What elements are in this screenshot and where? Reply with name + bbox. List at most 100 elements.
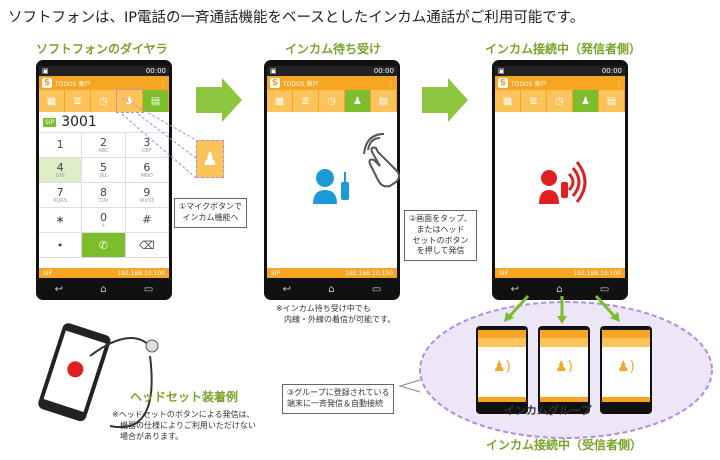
grid-icon[interactable]: ▦ bbox=[39, 90, 65, 112]
key-digit: 0 bbox=[99, 210, 107, 224]
receiver-active-icon: ♟) bbox=[554, 359, 573, 375]
status-bar: ▣00:00 bbox=[267, 66, 397, 76]
key-9[interactable]: ∗ bbox=[39, 208, 83, 233]
key-digit: # bbox=[142, 213, 152, 226]
intercom-idle-icon bbox=[313, 169, 349, 204]
home-icon[interactable]: ⌂ bbox=[556, 283, 563, 295]
menu-icon[interactable]: ⋮ bbox=[388, 79, 394, 87]
intercom-icon[interactable]: ♟ bbox=[573, 90, 599, 112]
key-digit: 7 bbox=[56, 185, 64, 199]
back-icon[interactable]: ↩ bbox=[510, 283, 520, 295]
clock: 00:00 bbox=[601, 67, 622, 75]
status-bar: ▣ 00:00 bbox=[39, 66, 169, 76]
group-arrow-right bbox=[594, 294, 618, 320]
key-0[interactable]: 1 bbox=[39, 133, 83, 158]
footer: SIP 192.168.10.100 bbox=[39, 268, 169, 278]
key-digit: 9 bbox=[143, 185, 151, 199]
key-digit: 4 bbox=[56, 160, 64, 174]
key-letters: TUV bbox=[98, 197, 109, 204]
dialer-tab-icon[interactable]: ▤ bbox=[599, 90, 625, 112]
app-name: TODOS 葵戸 bbox=[55, 80, 91, 88]
contacts-icon[interactable]: ≣ bbox=[293, 90, 319, 112]
footer-ip: 192.168.10.100 bbox=[117, 269, 165, 277]
dialer-tab-icon[interactable]: ▤ bbox=[143, 90, 169, 112]
key-11[interactable]: # bbox=[125, 208, 169, 233]
app-name: TODOS 葵戸 bbox=[511, 80, 547, 88]
footer-sip: SIP bbox=[43, 269, 53, 277]
intercom-icon[interactable]: ♟ bbox=[116, 89, 144, 113]
key-letters: PQRS bbox=[53, 197, 67, 204]
key-digit: 3 bbox=[143, 135, 151, 149]
app-name: TODOS 葵戸 bbox=[283, 80, 319, 88]
intercom-button-zoom: ♟ bbox=[196, 140, 224, 178]
recent-icon[interactable]: ▭ bbox=[599, 283, 610, 295]
key-letters: MNO bbox=[140, 172, 153, 179]
sim-icon: ▣ bbox=[498, 67, 505, 75]
app-logo-icon: S bbox=[498, 78, 508, 88]
history-icon[interactable]: ◷ bbox=[547, 90, 573, 112]
key-digit: 2 bbox=[99, 135, 107, 149]
receivers-title: インカム接続中（受信者側） bbox=[486, 438, 643, 452]
back-icon[interactable]: ↩ bbox=[282, 283, 292, 295]
receiver-active-icon: ♟) bbox=[492, 359, 511, 375]
tap-hand-icon bbox=[363, 133, 400, 188]
home-icon[interactable]: ⌂ bbox=[328, 283, 335, 295]
key-letters: GHI bbox=[55, 172, 65, 179]
dot-icon[interactable]: • bbox=[39, 233, 83, 258]
menu-icon[interactable]: ⋮ bbox=[616, 79, 622, 87]
sip-badge: SIP bbox=[43, 117, 57, 127]
clock: 00:00 bbox=[145, 67, 166, 75]
recent-icon[interactable]: ▭ bbox=[371, 283, 382, 295]
headline: ソフトフォンは、IP電話の一斉通話機能をベースとしたインカム通話がご利用可能です… bbox=[8, 10, 585, 26]
call-button[interactable]: ✆ bbox=[82, 233, 126, 258]
intercom-active-icon bbox=[539, 161, 587, 204]
headset-title: ヘッドセット装着例 bbox=[130, 390, 239, 404]
intercom-icon[interactable]: ♟ bbox=[345, 90, 371, 112]
key-digit: 6 bbox=[143, 160, 151, 174]
grid-icon[interactable]: ▦ bbox=[267, 90, 293, 112]
sim-icon: ▣ bbox=[42, 67, 49, 75]
key-letters: + bbox=[101, 222, 106, 229]
grid-icon[interactable]: ▦ bbox=[495, 90, 521, 112]
home-icon[interactable]: ⌂ bbox=[100, 283, 107, 295]
receiver-phone-2: ♟) bbox=[538, 326, 590, 414]
footer-ip: 192.168.10.100 bbox=[345, 269, 393, 277]
nav-bar: ↩ ⌂ ▭ bbox=[36, 278, 172, 300]
back-icon[interactable]: ↩ bbox=[54, 283, 64, 295]
footer-sip: SIP bbox=[271, 269, 281, 277]
standby-note: ※インカム待ち受け中でも 内線・外線の着信が可能です。 bbox=[276, 304, 396, 324]
history-icon[interactable]: ◷ bbox=[91, 90, 117, 112]
tab-bar: ▦ ≣ ◷ ♟ ▤ bbox=[495, 90, 625, 112]
history-icon[interactable]: ◷ bbox=[319, 90, 345, 112]
key-digit: ∗ bbox=[55, 213, 65, 226]
flow-arrow-1 bbox=[196, 78, 242, 122]
panel-title-standby: インカム待ち受け bbox=[285, 42, 382, 56]
contacts-icon[interactable]: ≣ bbox=[65, 90, 91, 112]
dialer-tab-icon[interactable]: ▤ bbox=[371, 90, 397, 112]
contacts-icon[interactable]: ≣ bbox=[521, 90, 547, 112]
key-letters: ABC bbox=[98, 147, 109, 154]
key-10[interactable]: 0+ bbox=[82, 208, 126, 233]
footer-sip: SIP bbox=[499, 269, 509, 277]
footer: SIP 192.168.10.100 bbox=[267, 268, 397, 278]
key-digit: 8 bbox=[99, 185, 107, 199]
menu-icon[interactable]: ⋮ bbox=[160, 79, 166, 87]
flow-arrow-2 bbox=[422, 78, 468, 122]
delete-icon[interactable]: ⌫ bbox=[125, 233, 169, 258]
recent-icon[interactable]: ▭ bbox=[143, 283, 154, 295]
